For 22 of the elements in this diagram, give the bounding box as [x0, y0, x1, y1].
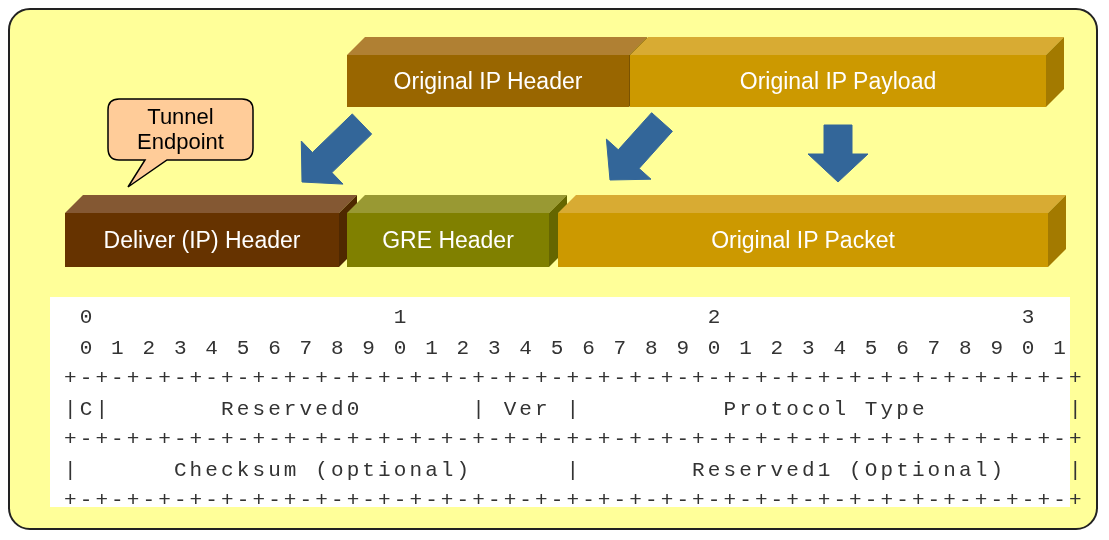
bit-layout-row-text: 0 1 2 3 4 5 6 7 8 9 0 1 2 3 4 5 6 7 8 9 0 1 2 3 4 5 6 7 8 9 0 1 [78, 335, 1069, 362]
block-label: Deliver (IP) Header [102, 225, 302, 255]
bit-layout-row-text: 0 1 2 3 [78, 305, 1038, 331]
packet-block [630, 37, 1064, 107]
block-label: GRE Header [381, 225, 515, 255]
packet-block [558, 195, 1066, 267]
packet-block [347, 195, 567, 267]
bit-layout-row-text: |C| Reserved0 | Ver | Protocol Type | [64, 396, 1085, 423]
block-label: Original IP Header [392, 66, 584, 96]
block-label: Original IP Payload [738, 66, 938, 96]
block-arrow [605, 112, 673, 181]
speech-bubble [107, 98, 254, 188]
bit-layout-row-text: +-+-+-+-+-+-+-+-+-+-+-+-+-+-+-+-+-+-+-+-+-+-+-+-+-+-+-+-+-+-+-+-+ [64, 366, 1085, 392]
packet-block [65, 195, 357, 267]
callout-text: Tunnel Endpoint [136, 102, 225, 156]
packet-block [347, 37, 647, 107]
block-arrow [300, 113, 373, 185]
bit-layout-row-text: +-+-+-+-+-+-+-+-+-+-+-+-+-+-+-+-+-+-+-+-+-+-+-+-+-+-+-+-+-+-+-+-+ [64, 488, 1085, 514]
block-label: Original IP Packet [710, 225, 896, 255]
bit-layout-row-text: | Checksum (optional) | Reserved1 (Optional) | [64, 457, 1085, 484]
block-arrow [807, 124, 869, 183]
bit-layout-row-text: +-+-+-+-+-+-+-+-+-+-+-+-+-+-+-+-+-+-+-+-+-+-+-+-+-+-+-+-+-+-+-+-+ [64, 427, 1085, 453]
